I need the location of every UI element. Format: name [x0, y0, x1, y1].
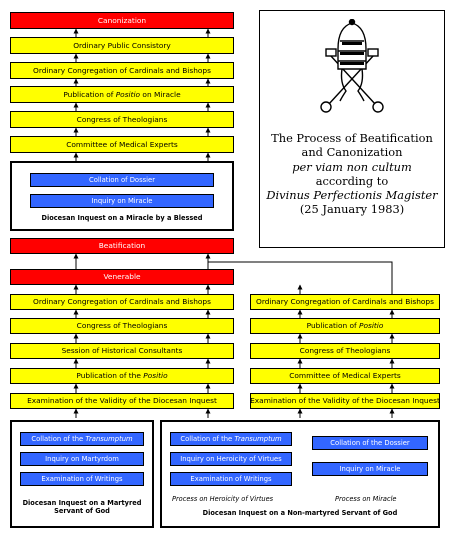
left-writings-label: Examination of Writings — [41, 474, 123, 483]
left-congregation-box: Ordinary Congregation of Cardinals and B… — [10, 294, 234, 310]
canonization-label: Canonization — [97, 15, 147, 25]
martyrdom-label: Inquiry on Martyrdom — [45, 454, 119, 463]
martyrdom-box: Inquiry on Martyrdom — [20, 452, 144, 466]
info-title: The Process of Beatification and Canoniz… — [260, 131, 444, 217]
left-validity-label: Examination of the Validity of the Dioce… — [27, 396, 217, 406]
venerable-label: Venerable — [103, 272, 141, 282]
positio-miracle-box: Publication of Positio on Miracle — [10, 86, 234, 103]
left-transumptum-label: Collation of the Transumptum — [31, 434, 133, 443]
consistory-box: Ordinary Public Consistory — [10, 37, 234, 54]
consistory-label: Ordinary Public Consistory — [73, 40, 171, 50]
info-line-5: Divinus Perfectionis Magister — [266, 188, 438, 202]
left-theologians-box: Congress of Theologians — [10, 318, 234, 334]
historical-consultants-label: Session of Historical Consultants — [61, 346, 183, 356]
main-medical-box: Committee of Medical Experts — [10, 136, 234, 153]
bottom-inquiry-miracle-box: Inquiry on Miracle — [312, 462, 428, 476]
left-positio-box: Publication of the Positio — [10, 368, 234, 384]
bottom-dossier-label: Collation of the Dossier — [330, 438, 410, 447]
beatification-label: Beatification — [98, 241, 146, 251]
bottom-writings-box: Examination of Writings — [170, 472, 292, 486]
main-theologians-label: Congress of Theologians — [76, 114, 168, 124]
right-theologians-box: Congress of Theologians — [250, 343, 440, 359]
heroicity-label: Inquiry on Heroicity of Virtues — [180, 454, 282, 463]
miracle-process-label: Process on Miracle — [335, 495, 397, 503]
main-congregation-box: Ordinary Congregation of Cardinals and B… — [10, 62, 234, 79]
right-validity-label: Examination of the Validity of the Dioce… — [250, 396, 440, 406]
left-validity-box: Examination of the Validity of the Dioce… — [10, 393, 234, 409]
collation-dossier-label: Collation of Dossier — [88, 175, 156, 184]
info-line-1: The Process of Beatification — [271, 131, 433, 145]
main-medical-label: Committee of Medical Experts — [66, 139, 178, 149]
left-theologians-label: Congress of Theologians — [76, 321, 168, 331]
bottom-writings-label: Examination of Writings — [190, 474, 272, 483]
right-medical-box: Committee of Medical Experts — [250, 368, 440, 384]
historical-consultants-box: Session of Historical Consultants — [10, 343, 234, 359]
right-validity-box: Examination of the Validity of the Dioce… — [250, 393, 440, 409]
info-panel: The Process of Beatification and Canoniz… — [259, 10, 445, 248]
bottom-transumptum-box: Collation of the Transumptum — [170, 432, 292, 446]
left-writings-box: Examination of Writings — [20, 472, 144, 486]
canonization-box: Canonization — [10, 12, 234, 29]
info-line-4: according to — [315, 173, 389, 188]
left-congregation-label: Ordinary Congregation of Cardinals and B… — [33, 297, 211, 307]
main-theologians-box: Congress of Theologians — [10, 111, 234, 128]
miracle-inquest-label: Diocesan Inquest on a Miracle by a Bless… — [41, 214, 203, 222]
right-medical-label: Committee of Medical Experts — [289, 371, 401, 381]
inquiry-miracle-label: Inquiry on Miracle — [91, 196, 153, 205]
left-transumptum-box: Collation of the Transumptum — [20, 432, 144, 446]
bottom-inquiry-miracle-label: Inquiry on Miracle — [339, 464, 401, 473]
beatification-box: Beatification — [10, 238, 234, 254]
papal-keys-tiara-icon — [320, 19, 384, 113]
inquiry-miracle-box: Inquiry on Miracle — [30, 194, 214, 208]
right-positio-box: Publication of Positio — [250, 318, 440, 334]
left-positio-label: Publication of the Positio — [76, 371, 168, 381]
non-martyr-inquest-label: Diocesan Inquest on a Non-martyred Serva… — [202, 509, 398, 517]
venerable-box: Venerable — [10, 269, 234, 285]
main-congregation-label: Ordinary Congregation of Cardinals and B… — [33, 65, 211, 75]
bottom-transumptum-label: Collation of the Transumptum — [180, 434, 282, 443]
bottom-dossier-box: Collation of the Dossier — [312, 436, 428, 450]
heroicity-process-label: Process on Heroicity of Virtues — [172, 495, 274, 503]
info-line-6: (25 January 1983) — [299, 202, 405, 217]
martyr-inquest-label: Diocesan Inquest on a Martyred Servant o… — [22, 499, 142, 515]
right-congregation-box: Ordinary Congregation of Cardinals and B… — [250, 294, 440, 310]
collation-dossier-box: Collation of Dossier — [30, 173, 214, 187]
right-theologians-label: Congress of Theologians — [299, 346, 391, 356]
heroicity-box: Inquiry on Heroicity of Virtues — [170, 452, 292, 466]
info-line-3: per viam non cultum — [292, 159, 412, 174]
right-positio-label: Publication of Positio — [306, 321, 384, 331]
positio-miracle-label: Publication of Positio on Miracle — [63, 89, 181, 99]
right-congregation-label: Ordinary Congregation of Cardinals and B… — [256, 297, 434, 307]
info-line-2: and Canonization — [301, 145, 403, 160]
